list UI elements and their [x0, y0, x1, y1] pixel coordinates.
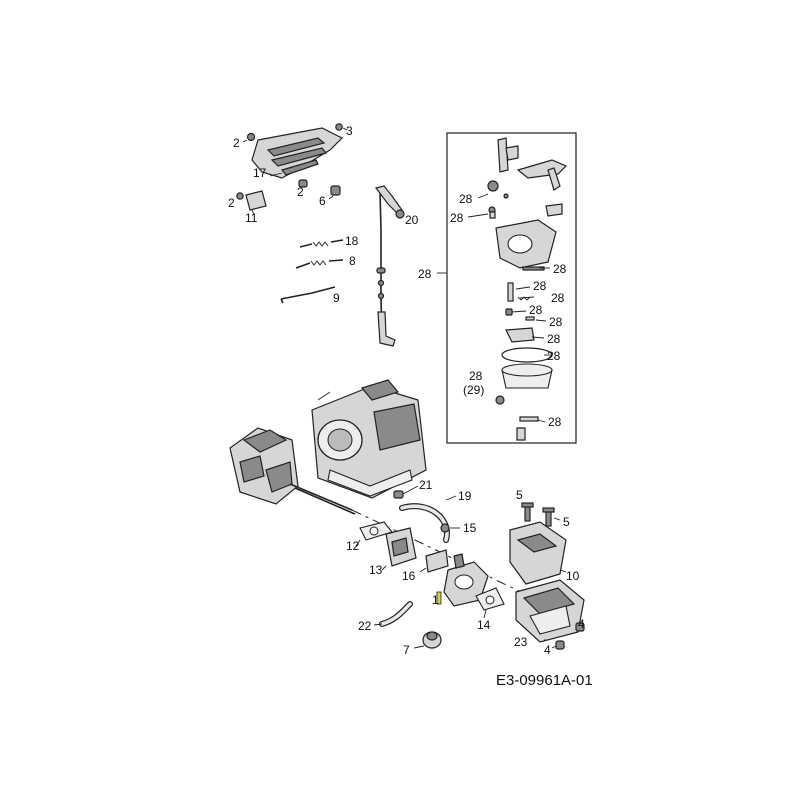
callout-3: 3	[346, 124, 353, 138]
nut-part-6	[328, 185, 341, 200]
engine-block	[311, 379, 427, 499]
kit-callout-28-10: 28	[469, 369, 483, 383]
reference-code: E3-09961A-01	[496, 672, 593, 689]
callout-4b: 4	[544, 643, 551, 657]
callout-14: 14	[477, 618, 491, 632]
callout-2c: 2	[228, 196, 235, 210]
kit-callout-29: (29)	[463, 383, 484, 397]
kit-callout-28-1: 28	[459, 192, 473, 206]
callout-17: 17	[253, 166, 267, 180]
clip-part-2b	[298, 179, 308, 188]
kit-callout-28-4: 28	[533, 279, 547, 293]
kit-callout-28-9: 28	[547, 349, 561, 363]
callout-11: 11	[245, 211, 258, 225]
bolt-part-5a	[521, 502, 534, 522]
callout-20: 20	[405, 213, 419, 227]
kit-callout-28-3: 28	[553, 262, 567, 276]
callout-5a: 5	[516, 488, 523, 502]
bracket-part-11	[236, 190, 267, 216]
air-filter-housing-part-23	[515, 579, 585, 643]
callout-2b: 2	[297, 185, 304, 199]
callout-4a: 4	[578, 617, 585, 631]
callout-16: 16	[402, 569, 416, 583]
gasket-part-14	[475, 587, 505, 619]
spring-part-8	[295, 259, 344, 269]
screw-part-3	[335, 123, 348, 131]
callout-12: 12	[346, 539, 360, 553]
screw-part-2a	[242, 132, 256, 143]
bolt-part-5b	[542, 507, 561, 527]
clamp-part-15	[440, 523, 460, 533]
callout-13: 13	[369, 563, 383, 577]
fitting-part-21	[393, 485, 419, 499]
callout-22: 22	[358, 619, 372, 633]
kit-leaders	[467, 193, 552, 423]
cover-plate-part-17	[251, 127, 344, 179]
callout-28-kit: 28	[418, 267, 432, 281]
carburetor-kit-frame	[446, 132, 577, 444]
kit-callout-28-6: 28	[529, 303, 543, 317]
push-rod-2	[294, 487, 356, 515]
governor-rod-part-20	[374, 185, 405, 347]
kit-callout-28-7: 28	[549, 315, 563, 329]
callout-21: 21	[419, 478, 433, 492]
kit-callout-28-2: 28	[450, 211, 464, 225]
callout-19: 19	[458, 489, 472, 503]
callout-23: 23	[514, 635, 528, 649]
callout-9: 9	[333, 291, 340, 305]
spring-part-18	[299, 239, 344, 248]
insulator-part-13	[381, 527, 417, 571]
callout-15: 15	[463, 521, 477, 535]
breather-tube-part-22	[373, 601, 413, 627]
carburetor-kit-parts	[487, 137, 568, 441]
callout-6: 6	[319, 194, 326, 208]
bracket-part-16	[419, 549, 449, 573]
push-rod	[289, 483, 353, 511]
callout-5b: 5	[563, 515, 570, 529]
fuel-hose-part-19	[399, 495, 457, 543]
air-filter-cover-part-10	[509, 521, 567, 585]
callout-7: 7	[403, 643, 410, 657]
cylinder-head	[229, 427, 299, 505]
leader-17	[269, 172, 283, 177]
cap-part-7	[413, 631, 442, 649]
nut-part-4a	[575, 622, 585, 632]
callout-2a: 2	[233, 136, 240, 150]
callout-8: 8	[349, 254, 356, 268]
link-rod-part-9	[280, 286, 336, 304]
callout-10: 10	[566, 569, 580, 583]
callout-1: 1	[432, 593, 439, 607]
nut-part-4b	[551, 640, 565, 650]
carburetor-part-1	[436, 553, 489, 607]
kit-callout-28-11: 28	[548, 415, 562, 429]
callout-18: 18	[345, 234, 359, 248]
kit-callout-28-5: 28	[551, 291, 565, 305]
kit-callout-28-8: 28	[547, 332, 561, 346]
